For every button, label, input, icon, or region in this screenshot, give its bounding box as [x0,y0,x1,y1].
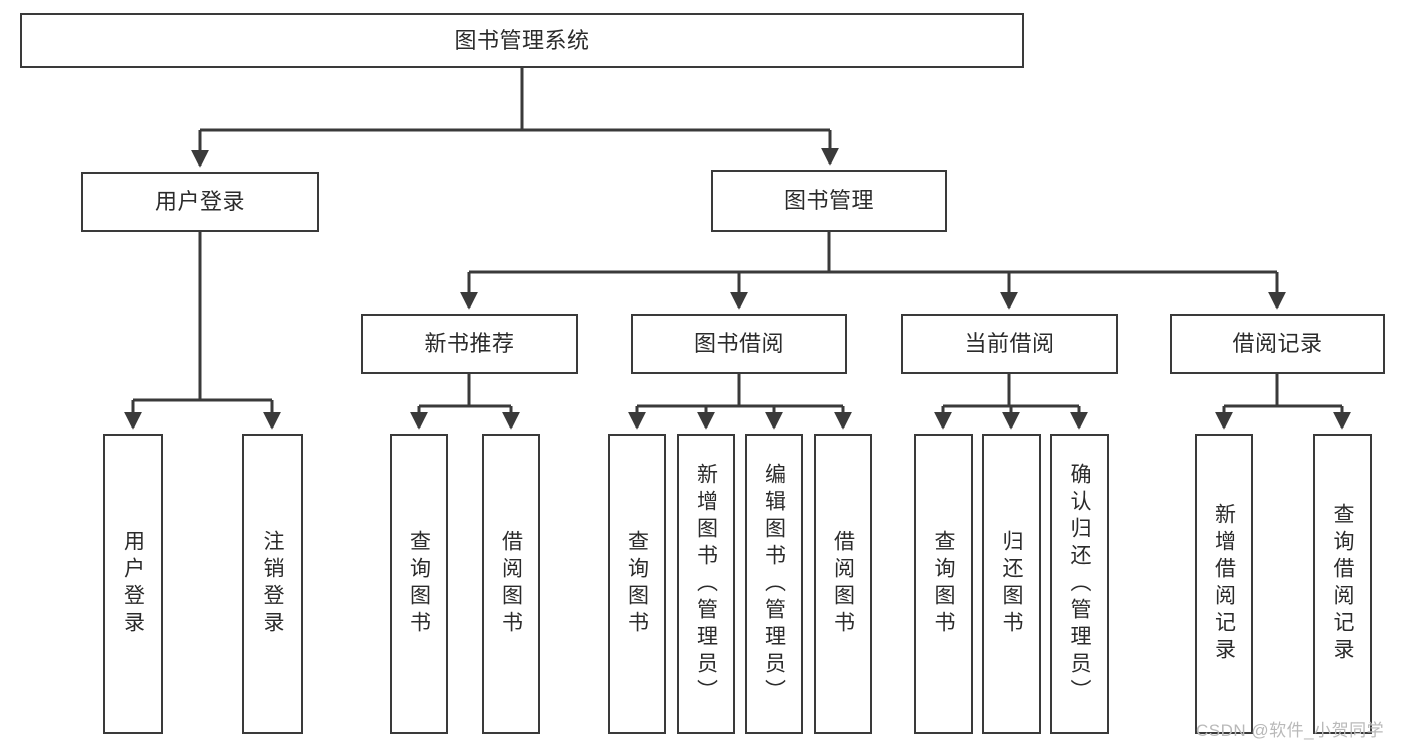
node-book-borrow[interactable]: 图书借阅 [631,314,847,374]
leaf-edit-book-admin-label: 编辑图书（管理员） [762,462,786,706]
leaf-add-borrow-record-label: 新增借阅记录 [1212,503,1236,665]
leaf-user-login[interactable]: 用户登录 [103,434,163,734]
node-current-borrow-label: 当前借阅 [964,331,1055,356]
leaf-query-book-borrow[interactable]: 查询图书 [608,434,666,734]
node-root[interactable]: 图书管理系统 [20,13,1024,68]
leaf-user-login-label: 用户登录 [121,530,145,638]
leaf-add-book-admin[interactable]: 新增图书（管理员） [677,434,735,734]
leaf-edit-book-admin[interactable]: 编辑图书（管理员） [745,434,803,734]
leaf-borrow-book-new[interactable]: 借阅图书 [482,434,540,734]
leaf-borrow-book-new-label: 借阅图书 [499,530,523,638]
node-book-borrow-label: 图书借阅 [693,331,784,356]
leaf-query-book-current[interactable]: 查询图书 [914,434,973,734]
node-borrow-records-label: 借阅记录 [1232,331,1323,356]
leaf-query-borrow-record[interactable]: 查询借阅记录 [1313,434,1372,734]
leaf-confirm-return-admin-label: 确认归还（管理员） [1068,462,1091,706]
watermark: CSDN @软件_小贺同学 [1196,721,1385,740]
leaf-query-borrow-record-label: 查询借阅记录 [1331,503,1354,665]
leaf-query-book-borrow-label: 查询图书 [625,530,649,638]
leaf-add-borrow-record[interactable]: 新增借阅记录 [1195,434,1253,734]
leaf-return-book[interactable]: 归还图书 [982,434,1041,734]
leaf-logout-label: 注销登录 [261,530,284,638]
leaf-confirm-return-admin[interactable]: 确认归还（管理员） [1050,434,1109,734]
node-new-book-recommend-label: 新书推荐 [424,331,515,356]
leaf-query-book-current-label: 查询图书 [932,530,955,638]
node-root-label: 图书管理系统 [454,27,590,53]
node-user-login-label: 用户登录 [154,189,245,214]
node-new-book-recommend[interactable]: 新书推荐 [361,314,578,374]
node-book-management[interactable]: 图书管理 [711,170,947,232]
leaf-query-book-new-label: 查询图书 [407,530,431,638]
leaf-query-book-new[interactable]: 查询图书 [390,434,448,734]
leaf-add-book-admin-label: 新增图书（管理员） [694,462,718,706]
leaf-borrow-book[interactable]: 借阅图书 [814,434,872,734]
leaf-return-book-label: 归还图书 [1000,530,1023,638]
node-book-management-label: 图书管理 [783,188,874,213]
node-user-login[interactable]: 用户登录 [81,172,319,232]
node-borrow-records[interactable]: 借阅记录 [1170,314,1385,374]
leaf-logout[interactable]: 注销登录 [242,434,303,734]
leaf-borrow-book-label: 借阅图书 [831,530,855,638]
node-current-borrow[interactable]: 当前借阅 [901,314,1118,374]
